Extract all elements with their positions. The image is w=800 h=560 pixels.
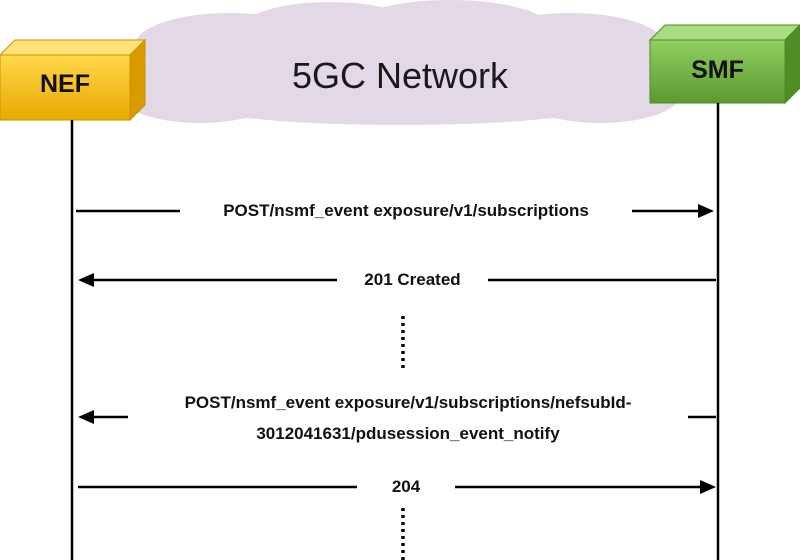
message-arrow-1 [76, 204, 714, 218]
message-arrow-3 [78, 410, 716, 424]
smf-node [648, 24, 800, 105]
message-arrow-4 [78, 480, 716, 494]
message-label-3-line2: 3012041631/pdusession_event_notify [132, 420, 684, 448]
message-label-2: 201 Created [340, 266, 485, 294]
smf-label: SMF [691, 56, 744, 84]
message-arrow-2 [78, 273, 716, 287]
message-label-4: 204 [360, 473, 452, 501]
nef-label: NEF [40, 70, 90, 98]
nef-node [0, 38, 147, 122]
network-cloud [120, 0, 680, 125]
cloud-title: 5GC Network [291, 55, 509, 96]
message-label-1: POST/nsmf_event exposure/v1/subscription… [186, 197, 626, 225]
message-label-3-line1: POST/nsmf_event exposure/v1/subscription… [132, 389, 684, 417]
